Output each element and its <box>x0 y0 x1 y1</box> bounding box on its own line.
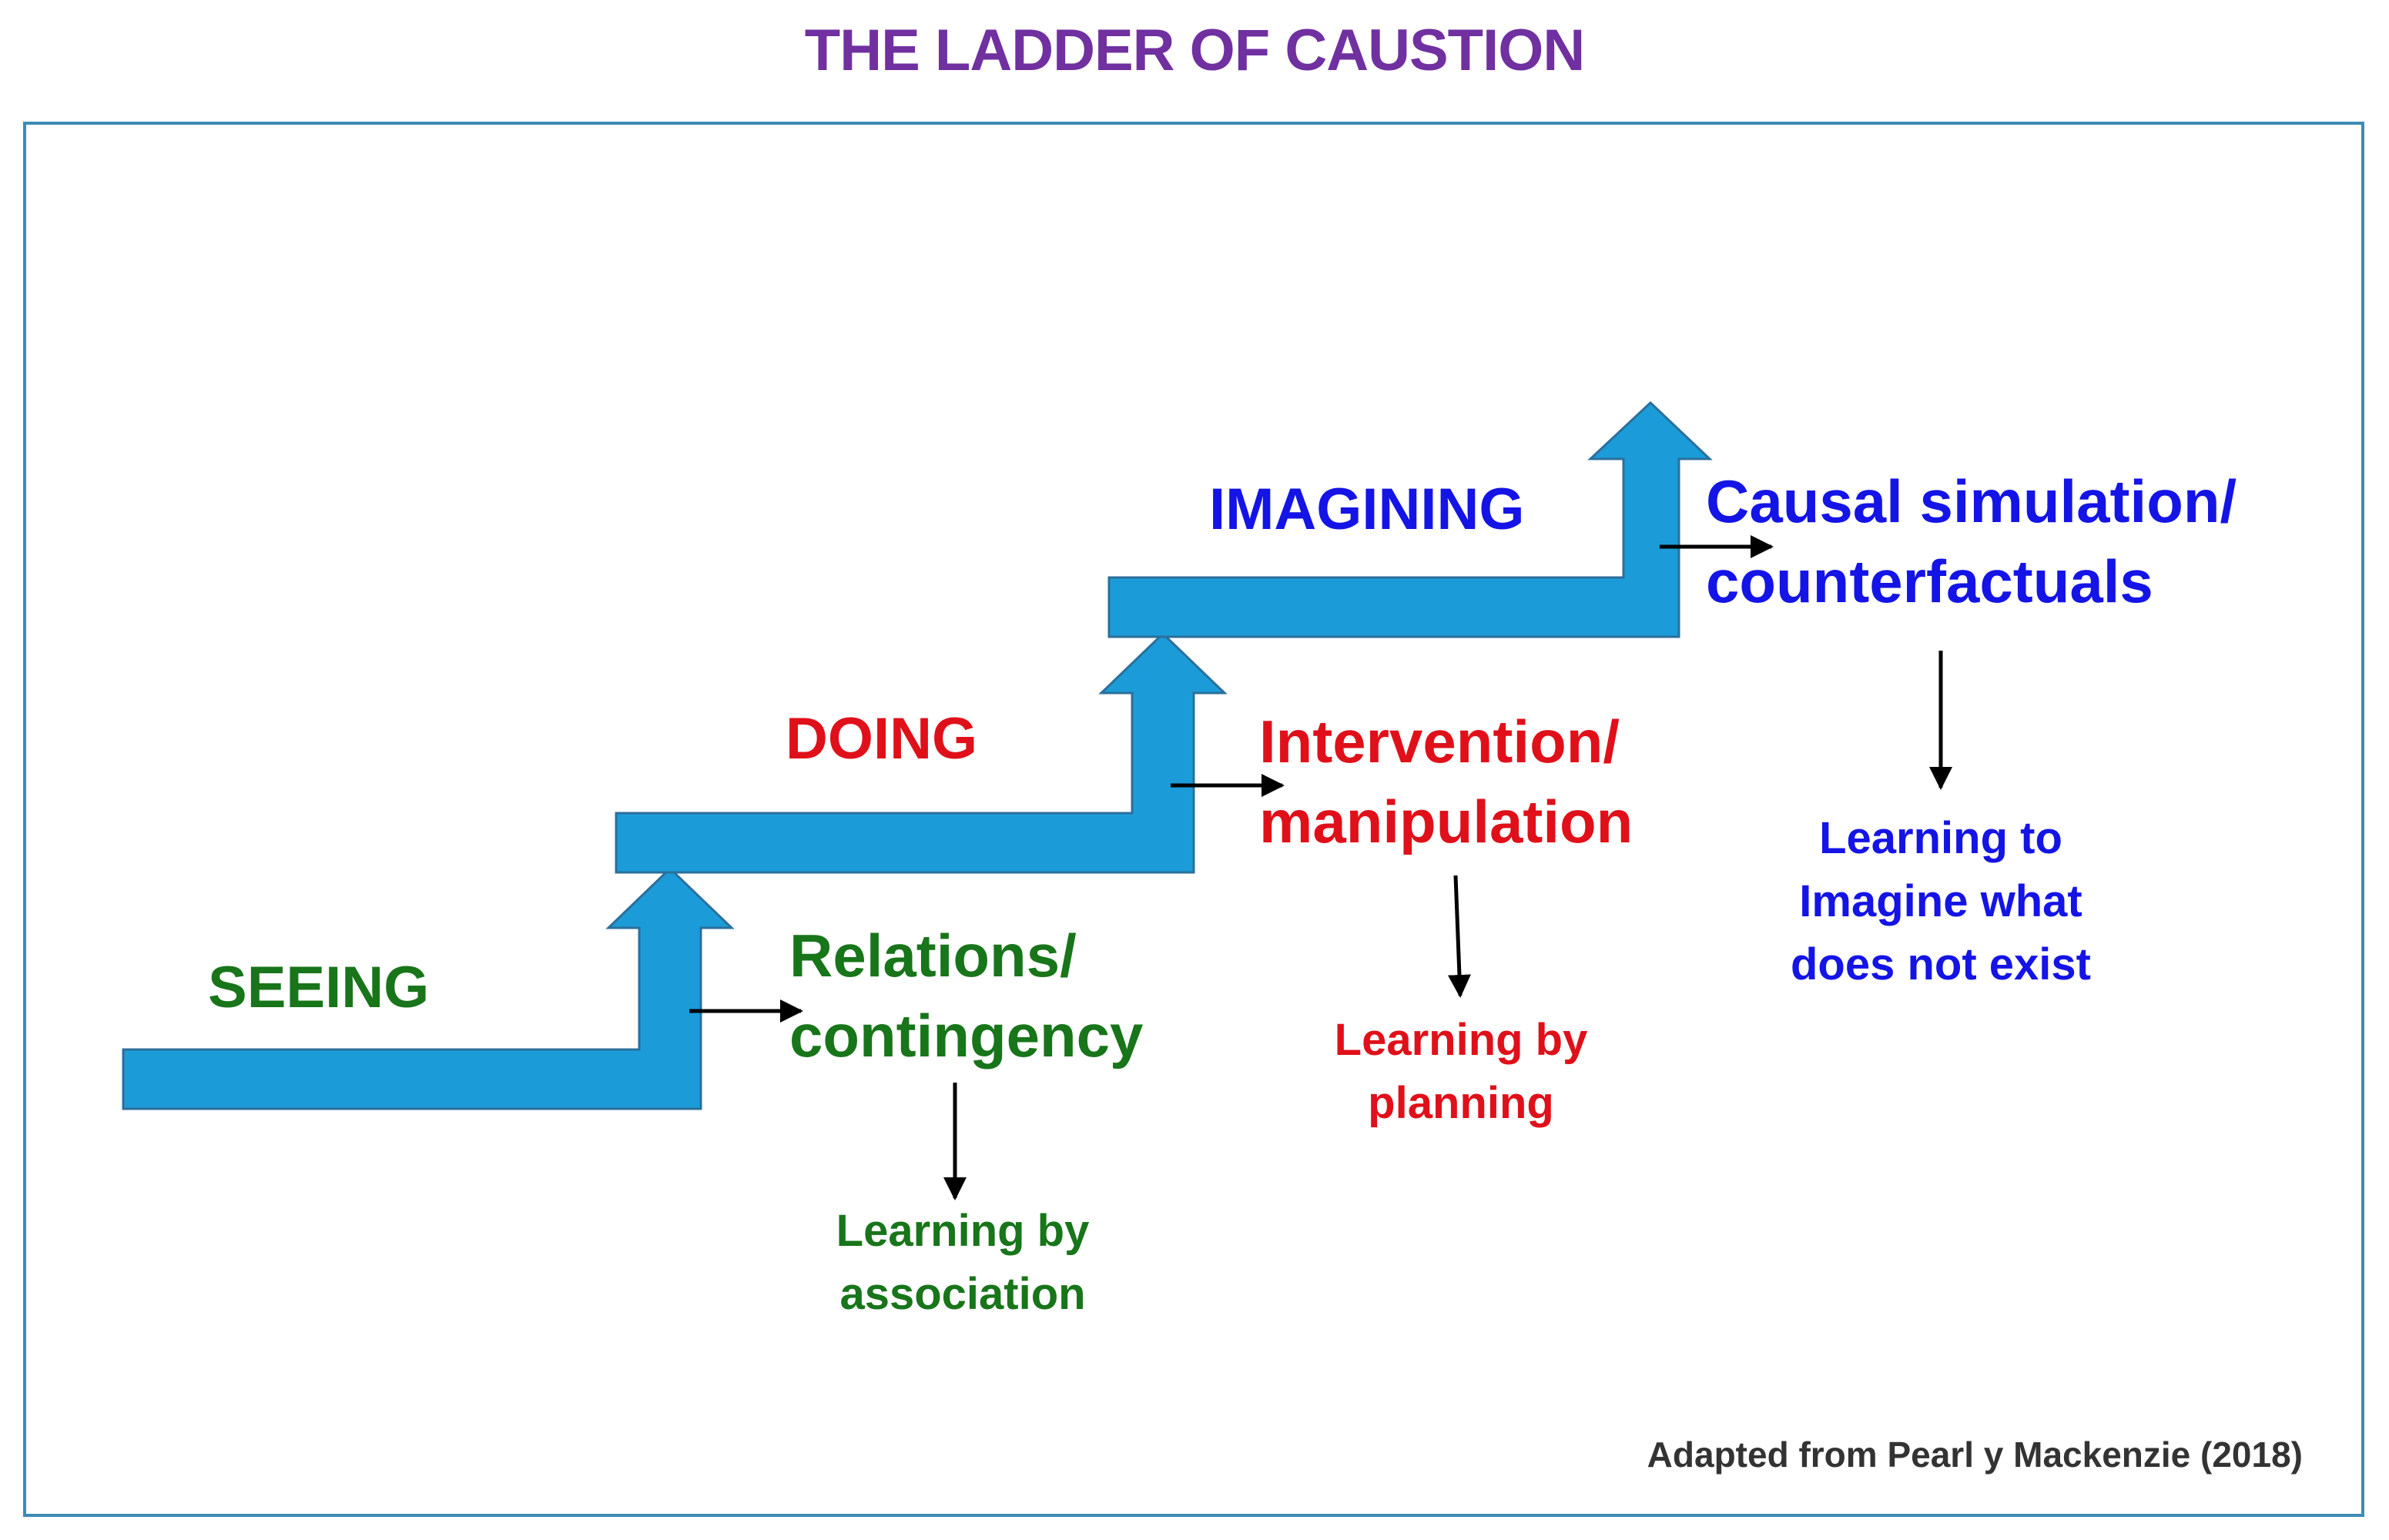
seeing-learning-line: Learning by <box>836 1206 1090 1256</box>
concept-label-imagining: Causal simulation/counterfactuals <box>1706 467 2237 615</box>
step-arrow-imagining <box>1107 400 1713 638</box>
source-credit: Adapted from Pearl y Mackenzie (2018) <box>1647 1435 2303 1475</box>
imagining-concept-line: Causal simulation/ <box>1706 467 2237 535</box>
imagining-learning-line: does not exist <box>1791 939 2091 989</box>
concept-label-doing: Intervention/manipulation <box>1259 708 1633 855</box>
stage-label-imagining: IMAGINING <box>1209 477 1525 542</box>
doing-learning-line: Learning by <box>1335 1015 1588 1065</box>
learning-label-seeing: Learning by association <box>836 1206 1090 1319</box>
stage-label-seeing: SEEING <box>208 955 429 1020</box>
concept-label-seeing: Relations/contingency <box>789 922 1143 1070</box>
step-arrow-doing <box>615 631 1228 874</box>
imagining-learning-line: Learning to <box>1819 813 2062 863</box>
diagram-frame <box>23 122 2364 1517</box>
stage-label-doing: DOING <box>786 706 977 772</box>
seeing-concept-line: contingency <box>789 1002 1143 1070</box>
page-title: THE LADDER OF CAUSTION <box>804 18 1585 83</box>
doing-learning-line: planning <box>1368 1078 1554 1128</box>
imagining-concept-line: counterfactuals <box>1706 547 2153 615</box>
doing-concept-line: Intervention/ <box>1259 708 1620 775</box>
imagining-learning-line: Imagine what <box>1799 876 2082 926</box>
learning-label-doing: Learning by planning <box>1335 1015 1588 1128</box>
arrow-intervention-to-learning <box>1447 875 1471 998</box>
seeing-concept-line: Relations/ <box>789 922 1077 989</box>
learning-label-imagining: Learning to Imagine what does not exist <box>1791 813 2091 989</box>
step-arrow-seeing <box>122 866 735 1110</box>
seeing-learning-line: association <box>839 1269 1085 1319</box>
doing-concept-line: manipulation <box>1259 788 1633 855</box>
